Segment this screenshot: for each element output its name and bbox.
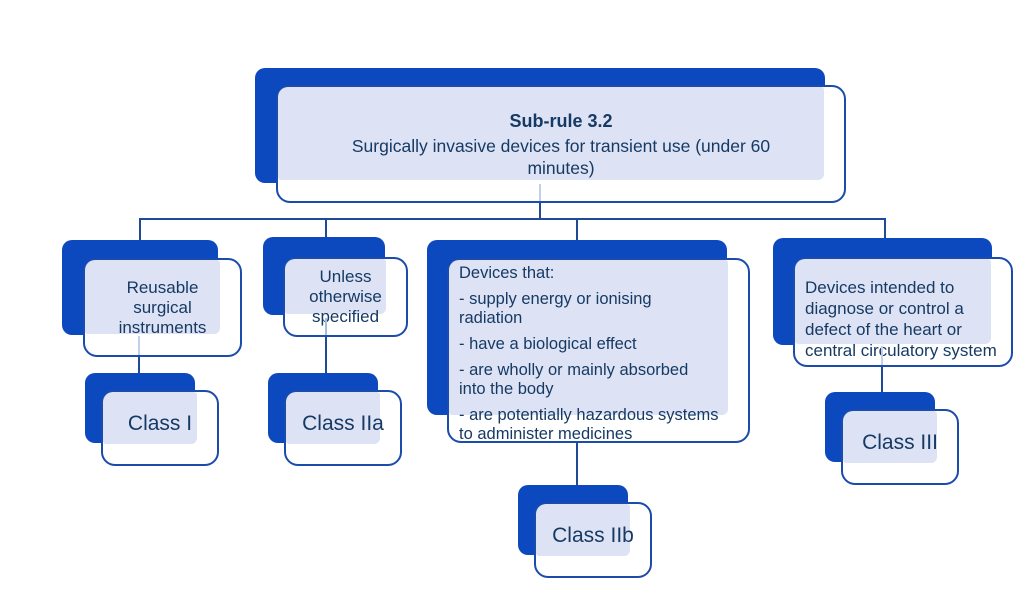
card-front: Class IIa: [284, 390, 402, 466]
connector-faint-branch2: [325, 318, 327, 335]
card-front: Devices intended to diagnose or control …: [793, 257, 1013, 367]
card-front: Sub-rule 3.2 Surgically invasive devices…: [276, 85, 846, 203]
card-front: Class III: [841, 409, 959, 485]
class-iia-label: Class IIa: [302, 412, 384, 435]
connector-drop-branch1: [139, 220, 141, 241]
card-fill-panel: [85, 260, 220, 334]
class-iii-label: Class III: [862, 431, 938, 454]
connector-drop-branch4: [884, 220, 886, 239]
card-fill-panel: [449, 260, 728, 415]
card-fill-panel: [286, 392, 380, 444]
card-class-iib: Class IIb: [518, 485, 652, 578]
connector-root-trunk: [539, 203, 541, 220]
connector-drop-branch3: [576, 220, 578, 241]
branch2-condition-text: Unless otherwise specified: [309, 267, 382, 326]
branch3-bullet-3: - are wholly or mainly absorbed into the…: [459, 361, 689, 398]
card-front: Class IIb: [534, 502, 652, 578]
connector-branch3-class2b: [576, 442, 578, 486]
card-fill-panel: [536, 504, 630, 556]
card-class-i: Class I: [85, 373, 219, 466]
connector-branch2-class2a: [325, 337, 327, 373]
card-subrule-3-2: Sub-rule 3.2 Surgically invasive devices…: [255, 68, 846, 203]
root-title: Sub-rule 3.2: [509, 111, 613, 131]
branch3-bullet-4: - are potentially hazardous systems to a…: [459, 406, 719, 443]
card-fill-panel: [103, 392, 197, 444]
class-i-label: Class I: [127, 412, 193, 435]
branch1-condition-text: Reusable surgical instruments: [118, 277, 207, 337]
card-branch-heart-circulatory: Devices intended to diagnose or control …: [773, 238, 1013, 367]
branch3-bullet-2: - have a biological effect: [459, 335, 637, 353]
class-iib-label: Class IIb: [552, 524, 634, 547]
card-fill-panel: [278, 87, 824, 180]
card-branch-reusable-instruments: Reusable surgical instruments: [62, 240, 242, 357]
connector-drop-branch2: [325, 220, 327, 238]
connector-faint-branch1: [138, 336, 140, 355]
connector-branch1-class1: [138, 357, 140, 373]
connector-faint-branch4: [881, 346, 883, 365]
card-front: Devices that: - supply energy or ionisin…: [447, 258, 750, 443]
card-fill-panel: [843, 411, 937, 463]
card-branch-unless-otherwise-specified: Unless otherwise specified: [263, 237, 408, 337]
connector-branch4-class3: [881, 367, 883, 392]
card-fill-panel: [285, 259, 386, 314]
root-subtitle: Surgically invasive devices for transien…: [351, 136, 771, 178]
branch3-condition-title: Devices that:: [459, 264, 555, 282]
connector-horizontal-bar: [139, 218, 886, 220]
card-class-iia: Class IIa: [268, 373, 402, 466]
connector-faint-root: [539, 184, 541, 201]
card-fill-panel: [795, 259, 991, 344]
card-front: Reusable surgical instruments: [83, 258, 242, 357]
card-front: Class I: [101, 390, 219, 466]
branch3-bullet-1: - supply energy or ionising radiation: [459, 290, 652, 327]
card-front: Unless otherwise specified: [283, 257, 408, 337]
card-class-iii: Class III: [825, 392, 959, 485]
branch4-condition-text: Devices intended to diagnose or control …: [805, 278, 997, 360]
card-branch-devices-that: Devices that: - supply energy or ionisin…: [427, 240, 750, 443]
